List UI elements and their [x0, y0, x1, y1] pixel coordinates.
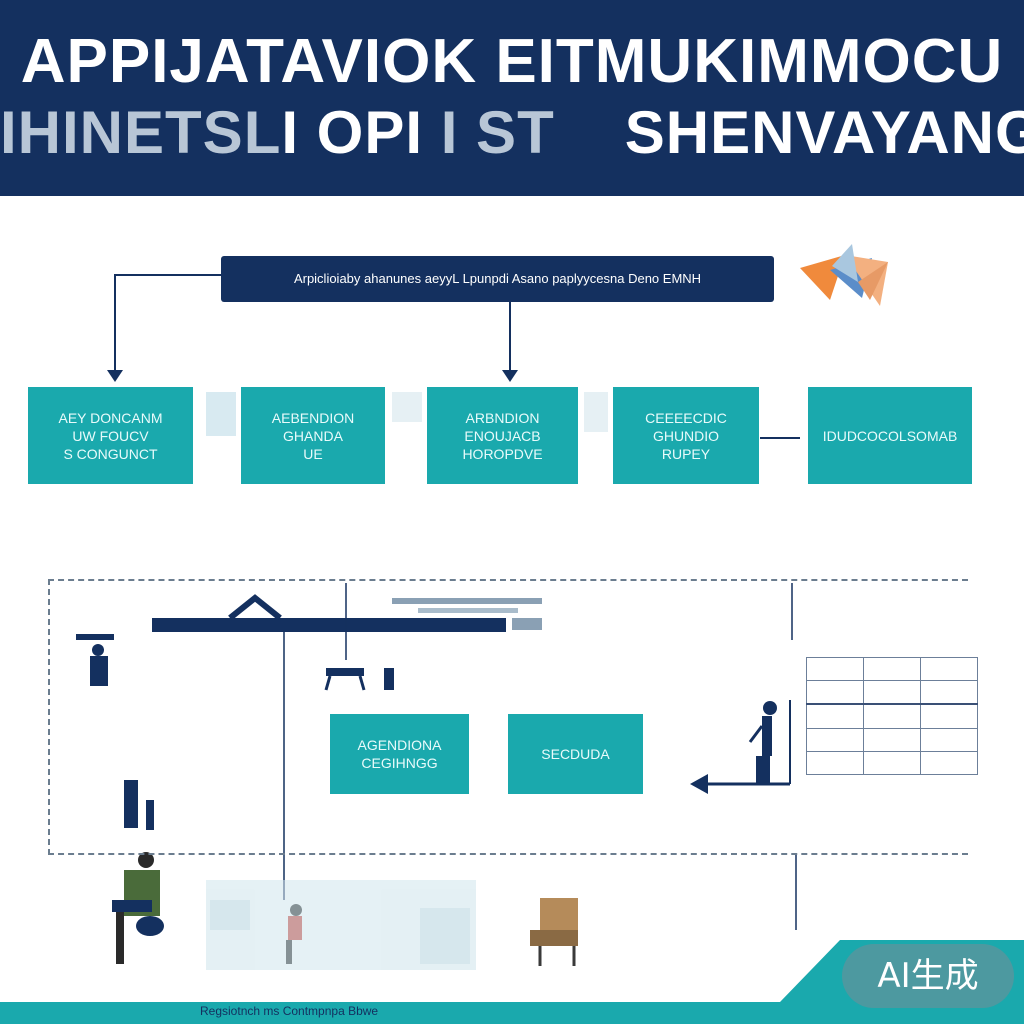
faint-block — [584, 392, 608, 432]
ai-generated-badge: AI生成 — [842, 944, 1014, 1008]
person-icon — [748, 701, 777, 784]
lower-module-box-1: AGENDIONA CEGIHNGG — [330, 714, 469, 794]
module-line: SECDUDA — [541, 746, 610, 762]
module-line: UE — [303, 445, 323, 462]
title-part-c: I ST — [440, 99, 555, 166]
module-line: UW FOUCV — [72, 427, 149, 444]
beam-bar — [152, 618, 506, 632]
module-line: AGENDIONA — [357, 737, 442, 753]
deco-dash — [512, 618, 542, 630]
header-banner: APPIJATAVIOK EITMUKIMMOCU IHINETSLI OPI … — [0, 0, 1024, 196]
module-box-4: CEEEECDIC GHUNDIO RUPEY — [613, 387, 759, 484]
person-icon — [112, 852, 164, 964]
module-box-3: ARBNDION ENOUJACB HOROPDVE — [427, 387, 578, 484]
module-line: IDUDCOCOLSOMAB — [822, 427, 958, 444]
module-line: CEGIHNGG — [361, 755, 438, 771]
data-grid-table — [806, 656, 978, 776]
arrowhead-top-left — [107, 370, 123, 382]
lower-dashed-region — [48, 579, 968, 855]
module-line: AEY DONCANM — [58, 409, 163, 426]
module-box-2: AEBENDION GHANDA UE — [241, 387, 385, 484]
chair-icon — [530, 898, 578, 966]
module-line: AEBENDION — [271, 409, 355, 426]
lower-module-box-2: SECDUDA — [508, 714, 643, 794]
title-line-1: APPIJATAVIOK EITMUKIMMOCU — [20, 27, 1004, 96]
beam-roof — [228, 594, 282, 621]
title-part-d: SHENVAYANG — [624, 99, 1024, 166]
corner-triangle — [780, 940, 840, 1002]
top-process-box: Arpiclioiaby ahanunes aeyyL Lpunpdi Asan… — [221, 256, 774, 302]
footer-caption: Regsiotnch ms Contmpnpa Bbwe — [200, 1004, 379, 1018]
title-part-b: I OPI — [281, 99, 424, 166]
arrowhead-table — [690, 774, 708, 794]
module-line: RUPEY — [661, 445, 711, 462]
faint-block — [206, 392, 236, 436]
module-box-5: IDUDCOCOLSOMAB — [808, 387, 972, 484]
footer-band — [0, 1002, 1024, 1024]
connector-top-left — [114, 274, 221, 378]
deco-dash — [392, 598, 542, 604]
module-line: CEEEECDIC — [645, 409, 727, 426]
module-line: GHANDA — [283, 427, 343, 444]
arrowhead-top-middle — [502, 370, 518, 382]
module-box-1: AEY DONCANM UW FOUCV S CONGUNCT — [28, 387, 193, 484]
module-line: ARBNDION — [465, 409, 540, 426]
faint-block — [392, 392, 422, 422]
deco-dash — [418, 608, 518, 613]
person-icon — [76, 634, 114, 686]
person-icon — [124, 780, 154, 830]
origami-logo-icon — [800, 244, 888, 306]
desk-icon — [324, 668, 394, 691]
title-part-a: IHINETSL — [0, 99, 282, 166]
workspace-scene-icon — [206, 880, 476, 970]
title-line-2: IHINETSLI OPI I ST SHENVAYANG — [0, 98, 1024, 167]
module-line: S CONGUNCT — [63, 445, 158, 462]
module-line: HOROPDVE — [462, 445, 543, 462]
module-line: ENOUJACB — [464, 427, 541, 444]
module-line: GHUNDIO — [652, 427, 720, 444]
